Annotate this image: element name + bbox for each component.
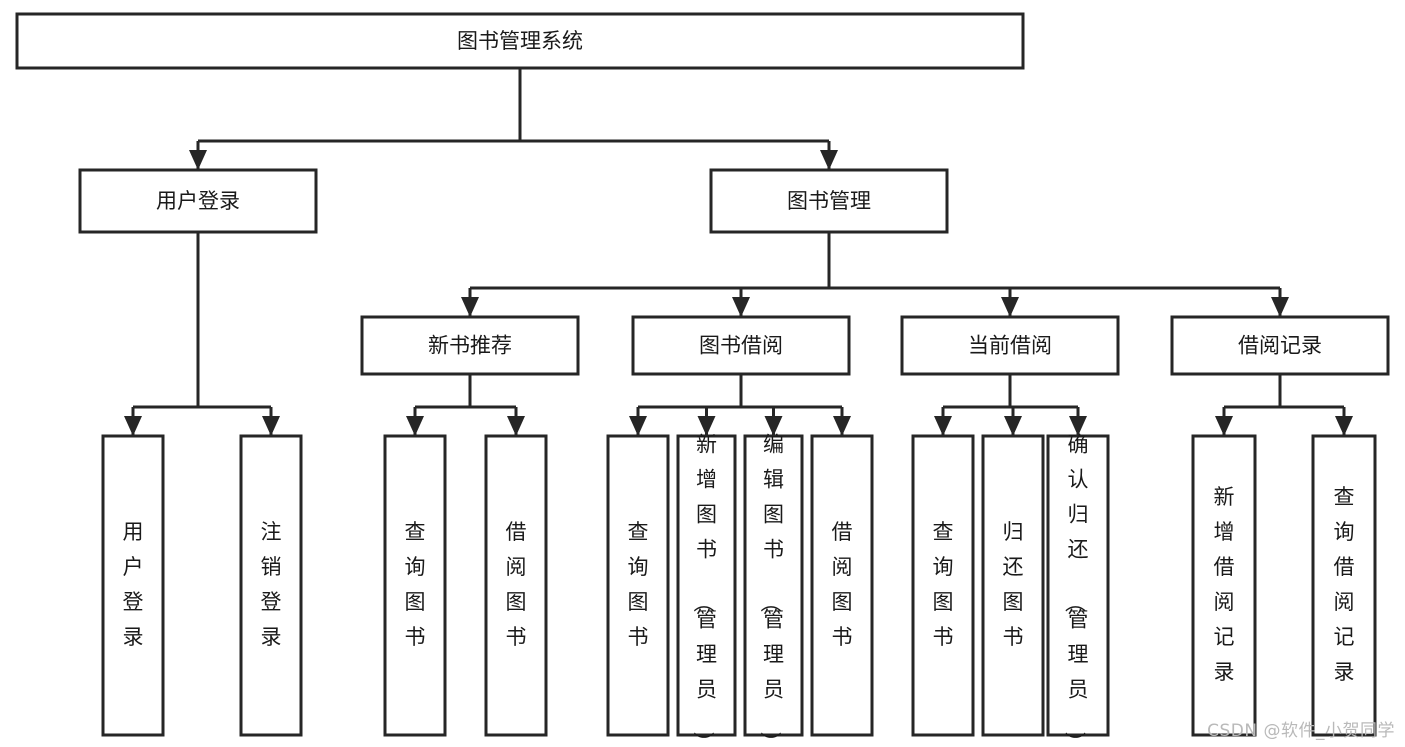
node-label-leaf-user-login: 用户登录 [123, 520, 144, 649]
arrow-head-leaf-query-book-3 [934, 416, 952, 436]
node-label-leaf-query-book-1: 查询图书 [405, 520, 426, 649]
node-box-new-book-recommend[interactable] [360, 315, 580, 376]
node-box-leaf-user-login[interactable] [101, 434, 165, 737]
node-label-leaf-edit-book: 编辑图书（管理员） [758, 433, 784, 747]
nodes-layer: 图书管理系统用户登录图书管理新书推荐图书借阅当前借阅借阅记录用户登录注销登录查询… [15, 12, 1390, 747]
node-box-user-login[interactable] [78, 168, 318, 234]
arrow-head-leaf-add-record [1215, 416, 1233, 436]
node-box-leaf-borrow-book-1[interactable] [484, 434, 548, 737]
node-box-leaf-edit-book[interactable] [743, 434, 804, 737]
node-user-login[interactable]: 用户登录 [78, 168, 318, 234]
arrow-head-new-book-recommend [461, 297, 479, 317]
node-leaf-logout[interactable]: 注销登录 [239, 434, 303, 737]
node-label-leaf-add-record: 新增借阅记录 [1214, 485, 1235, 684]
node-leaf-return-book[interactable]: 归还图书 [981, 434, 1045, 737]
node-label-leaf-return-book: 归还图书 [1003, 520, 1024, 649]
node-leaf-user-login[interactable]: 用户登录 [101, 434, 165, 737]
arrow-head-current-borrow [1001, 297, 1019, 317]
node-label-new-book-recommend: 新书推荐 [428, 334, 512, 358]
node-label-leaf-add-book: 新增图书（管理员） [691, 433, 717, 747]
arrow-head-leaf-query-book-1 [406, 416, 424, 436]
arrow-head-leaf-edit-book [764, 416, 783, 436]
node-leaf-query-record[interactable]: 查询借阅记录 [1311, 434, 1377, 737]
node-box-book-borrow[interactable] [631, 315, 851, 376]
node-box-leaf-add-book[interactable] [676, 434, 737, 737]
arrow-head-leaf-logout [262, 416, 280, 436]
node-label-borrow-record: 借阅记录 [1238, 334, 1322, 358]
arrow-head-leaf-borrow-book-1 [507, 416, 525, 436]
node-box-root[interactable] [15, 12, 1025, 70]
node-leaf-query-book-1[interactable]: 查询图书 [383, 434, 447, 737]
connectors-layer [124, 68, 1353, 436]
node-box-leaf-query-record[interactable] [1311, 434, 1377, 737]
node-book-borrow[interactable]: 图书借阅 [631, 315, 851, 376]
node-box-current-borrow[interactable] [900, 315, 1120, 376]
node-box-leaf-return-book[interactable] [981, 434, 1045, 737]
node-label-user-login: 用户登录 [156, 189, 240, 213]
node-label-leaf-query-book-3: 查询图书 [933, 520, 954, 649]
node-label-leaf-query-book-2: 查询图书 [628, 520, 649, 649]
node-leaf-confirm-return[interactable]: 确认归还（管理员） [1046, 433, 1110, 747]
arrow-head-leaf-return-book [1004, 416, 1022, 436]
watermark-label: CSDN @软件_小贺同学 [1207, 721, 1395, 741]
node-leaf-query-book-2[interactable]: 查询图书 [606, 434, 670, 737]
arrow-head-leaf-query-book-2 [629, 416, 647, 436]
node-label-leaf-borrow-book-1: 借阅图书 [506, 520, 527, 649]
node-box-leaf-add-record[interactable] [1191, 434, 1257, 737]
node-current-borrow[interactable]: 当前借阅 [900, 315, 1120, 376]
node-box-leaf-query-book-1[interactable] [383, 434, 447, 737]
node-label-current-borrow: 当前借阅 [968, 334, 1052, 358]
arrow-head-user-login [189, 150, 207, 170]
node-leaf-borrow-book-2[interactable]: 借阅图书 [810, 434, 874, 737]
node-label-leaf-logout: 注销登录 [261, 520, 282, 649]
node-label-leaf-query-record: 查询借阅记录 [1334, 485, 1355, 684]
node-borrow-record[interactable]: 借阅记录 [1170, 315, 1390, 376]
node-leaf-add-record[interactable]: 新增借阅记录 [1191, 434, 1257, 737]
node-box-borrow-record[interactable] [1170, 315, 1390, 376]
node-label-book-borrow: 图书借阅 [699, 334, 783, 358]
node-leaf-query-book-3[interactable]: 查询图书 [911, 434, 975, 737]
node-label-leaf-borrow-book-2: 借阅图书 [832, 520, 853, 649]
arrow-head-borrow-record [1271, 297, 1289, 317]
node-box-leaf-query-book-2[interactable] [606, 434, 670, 737]
node-box-leaf-confirm-return[interactable] [1046, 434, 1110, 737]
arrow-head-book-borrow [732, 297, 750, 317]
arrow-head-book-management [820, 150, 838, 170]
arrow-head-leaf-user-login [124, 416, 142, 436]
node-book-management[interactable]: 图书管理 [709, 168, 949, 234]
node-root[interactable]: 图书管理系统 [15, 12, 1025, 70]
node-box-leaf-logout[interactable] [239, 434, 303, 737]
arrow-head-leaf-confirm-return [1069, 416, 1087, 436]
node-leaf-add-book[interactable]: 新增图书（管理员） [676, 433, 737, 747]
node-box-leaf-borrow-book-2[interactable] [810, 434, 874, 737]
arrow-head-leaf-borrow-book-2 [833, 416, 851, 436]
arrow-head-leaf-query-record [1335, 416, 1353, 436]
node-box-leaf-query-book-3[interactable] [911, 434, 975, 737]
arrow-head-leaf-add-book [697, 416, 716, 436]
node-label-root: 图书管理系统 [457, 29, 583, 53]
node-leaf-borrow-book-1[interactable]: 借阅图书 [484, 434, 548, 737]
node-label-leaf-confirm-return: 确认归还（管理员） [1063, 433, 1089, 747]
node-box-book-management[interactable] [709, 168, 949, 234]
node-leaf-edit-book[interactable]: 编辑图书（管理员） [743, 433, 804, 747]
node-new-book-recommend[interactable]: 新书推荐 [360, 315, 580, 376]
node-label-book-management: 图书管理 [787, 189, 871, 213]
